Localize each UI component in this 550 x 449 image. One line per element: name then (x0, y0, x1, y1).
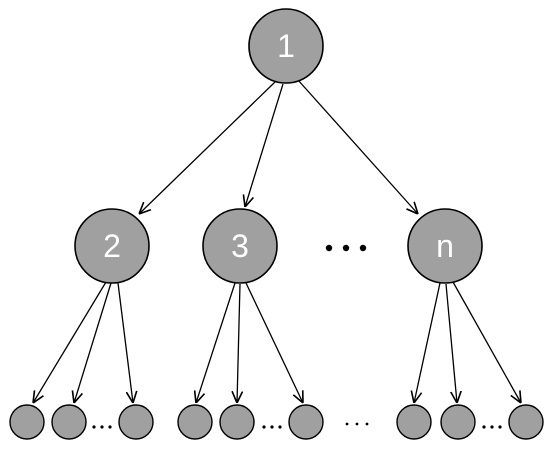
leaf-node (219, 404, 255, 440)
leaf-group-n (396, 404, 544, 440)
child-node-2: 2 (74, 208, 150, 284)
leaf-ellipsis (262, 425, 282, 429)
edge-1-to-3 (245, 83, 284, 207)
leaf-node (51, 404, 87, 440)
children-ellipsis (325, 244, 367, 252)
leaf-group-3 (177, 404, 324, 440)
leaf-ellipsis (92, 425, 112, 429)
child-node-n: n (407, 208, 483, 284)
child-node-3: 3 (202, 208, 278, 284)
edge-1-to-n (297, 79, 418, 214)
leaf-node (118, 404, 154, 440)
edge-1-to-2 (139, 81, 276, 214)
root-node: 1 (248, 8, 324, 84)
edge-n-to-leaf-2 (445, 283, 457, 403)
leaf-groups-ellipsis (345, 422, 369, 426)
edge-n-to-leaf-1 (414, 282, 441, 403)
edge-3-to-leaf-2 (237, 283, 240, 403)
edge-2-to-leaf-3 (117, 282, 133, 403)
edges (33, 79, 521, 403)
leaf-node (508, 404, 544, 440)
leaf-ellipsis (482, 425, 502, 429)
edge-2-to-leaf-1 (33, 281, 107, 403)
leaf-node (177, 404, 213, 440)
leaf-node (9, 404, 45, 440)
leaf-node (288, 404, 324, 440)
leaf-node (440, 404, 476, 440)
leaf-node (396, 404, 432, 440)
edge-2-to-leaf-2 (74, 282, 112, 403)
child-node-2-label: 2 (103, 228, 121, 264)
child-node-n-label: n (436, 228, 454, 264)
child-node-3-label: 3 (231, 228, 249, 264)
edge-n-to-leaf-3 (452, 281, 521, 403)
edge-3-to-leaf-1 (196, 282, 236, 403)
root-node-label: 1 (277, 28, 295, 64)
edge-3-to-leaf-3 (245, 282, 303, 403)
leaf-group-2 (9, 404, 154, 440)
